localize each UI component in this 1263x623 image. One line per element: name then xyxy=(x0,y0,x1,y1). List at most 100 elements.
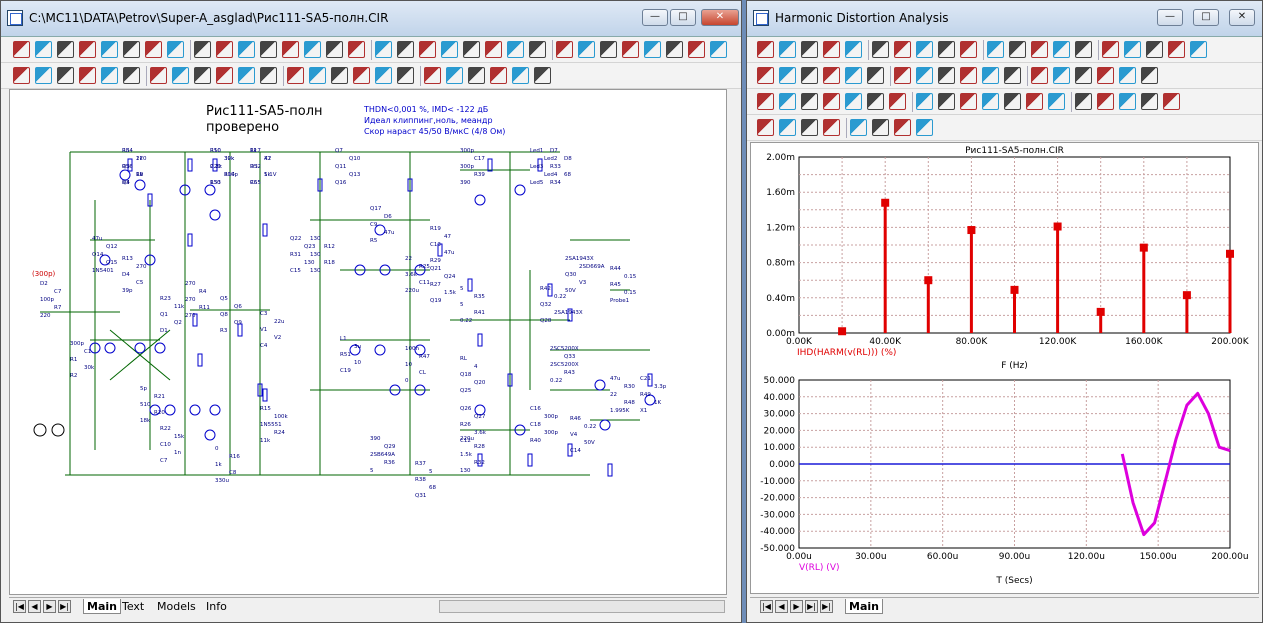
toolbar-tool-icon[interactable] xyxy=(446,67,463,84)
toolbar-tool-icon[interactable] xyxy=(463,41,480,58)
toolbar-tool-icon[interactable] xyxy=(1102,41,1119,58)
toolbar-tool-icon[interactable] xyxy=(1075,41,1092,58)
toolbar-tool-icon[interactable] xyxy=(194,67,211,84)
toolbar-tool-icon[interactable] xyxy=(982,67,999,84)
toolbar-tool-icon[interactable] xyxy=(916,119,933,136)
toolbar-tool-icon[interactable] xyxy=(823,93,840,110)
toolbar-tool-icon[interactable] xyxy=(845,41,862,58)
toolbar-tool-icon[interactable] xyxy=(916,93,933,110)
toolbar-tool-icon[interactable] xyxy=(894,119,911,136)
toolbar-tool-icon[interactable] xyxy=(894,67,911,84)
toolbar-tool-icon[interactable] xyxy=(982,93,999,110)
toolbar-tool-icon[interactable] xyxy=(1009,41,1026,58)
toolbar-tool-icon[interactable] xyxy=(304,41,321,58)
toolbar-tool-icon[interactable] xyxy=(867,93,884,110)
analysis-minimize-button[interactable]: — xyxy=(1157,9,1183,26)
tab-text[interactable]: Text xyxy=(122,600,145,613)
minimize-button[interactable]: — xyxy=(642,9,668,26)
toolbar-tool-icon[interactable] xyxy=(916,67,933,84)
toolbar-tool-icon[interactable] xyxy=(872,119,889,136)
toolbar-tool-icon[interactable] xyxy=(867,67,884,84)
toolbar-tool-icon[interactable] xyxy=(710,41,727,58)
toolbar-tool-icon[interactable] xyxy=(534,67,551,84)
toolbar-tool-icon[interactable] xyxy=(688,41,705,58)
toolbar-tool-icon[interactable] xyxy=(1124,41,1141,58)
toolbar-tool-icon[interactable] xyxy=(468,67,485,84)
toolbar-tool-icon[interactable] xyxy=(123,41,140,58)
toolbar-tool-icon[interactable] xyxy=(238,41,255,58)
toolbar-tool-icon[interactable] xyxy=(507,41,524,58)
toolbar-tool-icon[interactable] xyxy=(216,67,233,84)
toolbar-tool-icon[interactable] xyxy=(35,67,52,84)
first-page-button[interactable]: |◀ xyxy=(13,600,26,613)
toolbar-tool-icon[interactable] xyxy=(441,41,458,58)
toolbar-tool-icon[interactable] xyxy=(287,67,304,84)
toolbar-tool-icon[interactable] xyxy=(960,67,977,84)
toolbar-tool-icon[interactable] xyxy=(666,41,683,58)
toolbar-tool-icon[interactable] xyxy=(894,41,911,58)
tab-main[interactable]: Main xyxy=(83,599,121,614)
toolbar-tool-icon[interactable] xyxy=(260,67,277,84)
analysis-restore-button[interactable]: □ xyxy=(1193,9,1219,26)
toolbar-tool-icon[interactable] xyxy=(757,41,774,58)
analysis-first-page-button[interactable]: |◀ xyxy=(760,600,773,613)
horizontal-scrollbar[interactable] xyxy=(439,600,725,613)
toolbar-tool-icon[interactable] xyxy=(600,41,617,58)
toolbar-tool-icon[interactable] xyxy=(238,67,255,84)
toolbar-tool-icon[interactable] xyxy=(309,67,326,84)
analysis-prev-page-button[interactable]: ◀ xyxy=(775,600,788,613)
toolbar-tool-icon[interactable] xyxy=(424,67,441,84)
toolbar-tool-icon[interactable] xyxy=(375,67,392,84)
toolbar-tool-icon[interactable] xyxy=(1053,41,1070,58)
toolbar-tool-icon[interactable] xyxy=(987,41,1004,58)
toolbar-tool-icon[interactable] xyxy=(960,41,977,58)
toolbar-tool-icon[interactable] xyxy=(490,67,507,84)
toolbar-tool-icon[interactable] xyxy=(578,41,595,58)
toolbar-tool-icon[interactable] xyxy=(779,93,796,110)
toolbar-tool-icon[interactable] xyxy=(167,41,184,58)
toolbar-tool-icon[interactable] xyxy=(529,41,546,58)
toolbar-tool-icon[interactable] xyxy=(757,67,774,84)
toolbar-tool-icon[interactable] xyxy=(1048,93,1065,110)
toolbar-tool-icon[interactable] xyxy=(1004,67,1021,84)
prev-page-button[interactable]: ◀ xyxy=(28,600,41,613)
toolbar-tool-icon[interactable] xyxy=(1075,93,1092,110)
toolbar-tool-icon[interactable] xyxy=(889,93,906,110)
toolbar-tool-icon[interactable] xyxy=(1163,93,1180,110)
toolbar-tool-icon[interactable] xyxy=(282,41,299,58)
toolbar-tool-icon[interactable] xyxy=(1075,67,1092,84)
toolbar-tool-icon[interactable] xyxy=(1031,41,1048,58)
toolbar-tool-icon[interactable] xyxy=(326,41,343,58)
toolbar-tool-icon[interactable] xyxy=(150,67,167,84)
toolbar-tool-icon[interactable] xyxy=(79,41,96,58)
tab-models[interactable]: Models xyxy=(157,600,196,613)
toolbar-tool-icon[interactable] xyxy=(801,93,818,110)
toolbar-tool-icon[interactable] xyxy=(779,119,796,136)
toolbar-tool-icon[interactable] xyxy=(194,41,211,58)
analysis-next-page-button[interactable]: ▶ xyxy=(790,600,803,613)
toolbar-tool-icon[interactable] xyxy=(397,67,414,84)
last-page-button[interactable]: ▶| xyxy=(58,600,71,613)
toolbar-tool-icon[interactable] xyxy=(353,67,370,84)
toolbar-tool-icon[interactable] xyxy=(644,41,661,58)
toolbar-tool-icon[interactable] xyxy=(13,67,30,84)
toolbar-tool-icon[interactable] xyxy=(938,93,955,110)
toolbar-tool-icon[interactable] xyxy=(779,41,796,58)
toolbar-tool-icon[interactable] xyxy=(216,41,233,58)
next-page-button[interactable]: ▶ xyxy=(43,600,56,613)
toolbar-tool-icon[interactable] xyxy=(801,119,818,136)
toolbar-tool-icon[interactable] xyxy=(1053,67,1070,84)
toolbar-tool-icon[interactable] xyxy=(916,41,933,58)
toolbar-tool-icon[interactable] xyxy=(1097,67,1114,84)
toolbar-tool-icon[interactable] xyxy=(779,67,796,84)
toolbar-tool-icon[interactable] xyxy=(1190,41,1207,58)
toolbar-tool-icon[interactable] xyxy=(938,41,955,58)
toolbar-tool-icon[interactable] xyxy=(1004,93,1021,110)
toolbar-tool-icon[interactable] xyxy=(13,41,30,58)
toolbar-tool-icon[interactable] xyxy=(123,67,140,84)
toolbar-tool-icon[interactable] xyxy=(622,41,639,58)
toolbar-tool-icon[interactable] xyxy=(1146,41,1163,58)
toolbar-tool-icon[interactable] xyxy=(1168,41,1185,58)
toolbar-tool-icon[interactable] xyxy=(1119,67,1136,84)
